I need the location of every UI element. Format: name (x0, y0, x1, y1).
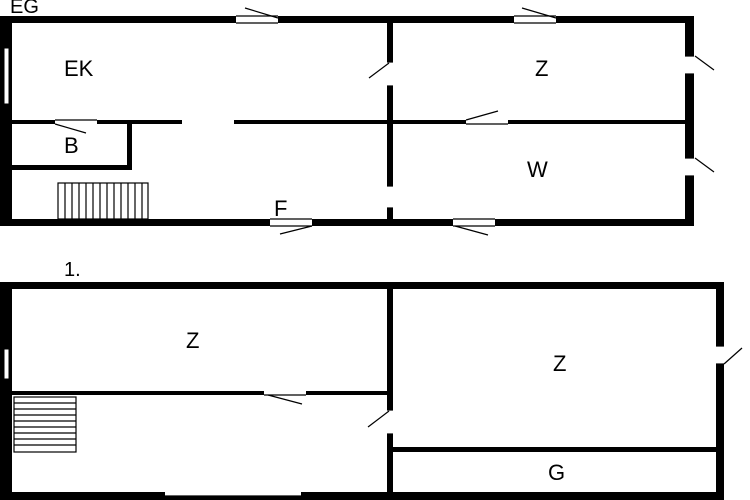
eg-swing-bottom (454, 225, 489, 236)
room-label-z-f1-left: Z (186, 328, 199, 353)
f1-swing-z-right (367, 410, 390, 428)
room-label-f: F (274, 196, 287, 221)
eg-window-bottom (453, 219, 495, 226)
first-floor-plan: 1. Z Z G (0, 259, 743, 500)
room-label-w: W (527, 157, 548, 182)
room-label-z-f1-right: Z (553, 351, 566, 376)
eg-wall-bottom (0, 219, 694, 226)
room-label-g: G (548, 460, 565, 485)
room-label-z-eg: Z (535, 56, 548, 81)
f1-wall-z-landing (12, 391, 387, 395)
eg-window-top-1 (236, 16, 278, 23)
room-label-ek: EK (64, 56, 94, 81)
f1-wall-center (387, 282, 393, 500)
eg-floor-label: EG (10, 0, 39, 18)
eg-swing-w (465, 110, 499, 121)
f1-window-bottom (165, 492, 301, 496)
f1-window-left (3, 348, 10, 380)
f1-window-right (716, 346, 724, 364)
eg-door-w (466, 120, 508, 124)
eg-wall-z-w (393, 120, 685, 124)
f1-wall-left (0, 282, 12, 500)
eg-wall-right (685, 16, 694, 226)
ground-floor-plan: EG EK Z B W F (0, 0, 715, 236)
eg-swing-center-1 (368, 62, 390, 79)
eg-swing-b (54, 123, 87, 134)
f1-swing-z-left (267, 394, 303, 405)
eg-staircase (57, 182, 149, 220)
f1-door-z-left (264, 391, 306, 395)
f1-wall-bottom (0, 492, 724, 500)
eg-window-right-2 (685, 158, 694, 176)
eg-wall-b-right (127, 120, 132, 170)
eg-window-left (3, 47, 10, 105)
f1-wall-top (0, 282, 724, 289)
room-label-b: B (64, 133, 79, 158)
f1-wall-right (716, 282, 724, 500)
eg-swing-right-1 (694, 55, 715, 71)
eg-window-right-1 (685, 56, 694, 74)
eg-swing-right-2 (694, 157, 715, 173)
eg-window-top-2 (514, 16, 556, 23)
eg-swing-entrance (279, 225, 313, 235)
f1-door-z-right (387, 410, 393, 434)
eg-wall-ek-f (234, 120, 387, 124)
eg-swing-top-1 (244, 7, 279, 19)
f1-staircase (13, 396, 77, 453)
eg-wall-center (387, 16, 393, 226)
eg-door-center-1 (387, 62, 393, 86)
f1-wall-z-g (393, 447, 716, 452)
eg-wall-b-bottom (12, 165, 132, 170)
eg-swing-top-2 (521, 7, 557, 19)
eg-door-b (55, 120, 97, 124)
f1-swing-right (723, 347, 743, 365)
eg-door-center-2 (387, 186, 393, 208)
f1-floor-label: 1. (64, 259, 81, 281)
eg-wall-top (0, 16, 694, 23)
eg-entrance-door (270, 219, 312, 226)
